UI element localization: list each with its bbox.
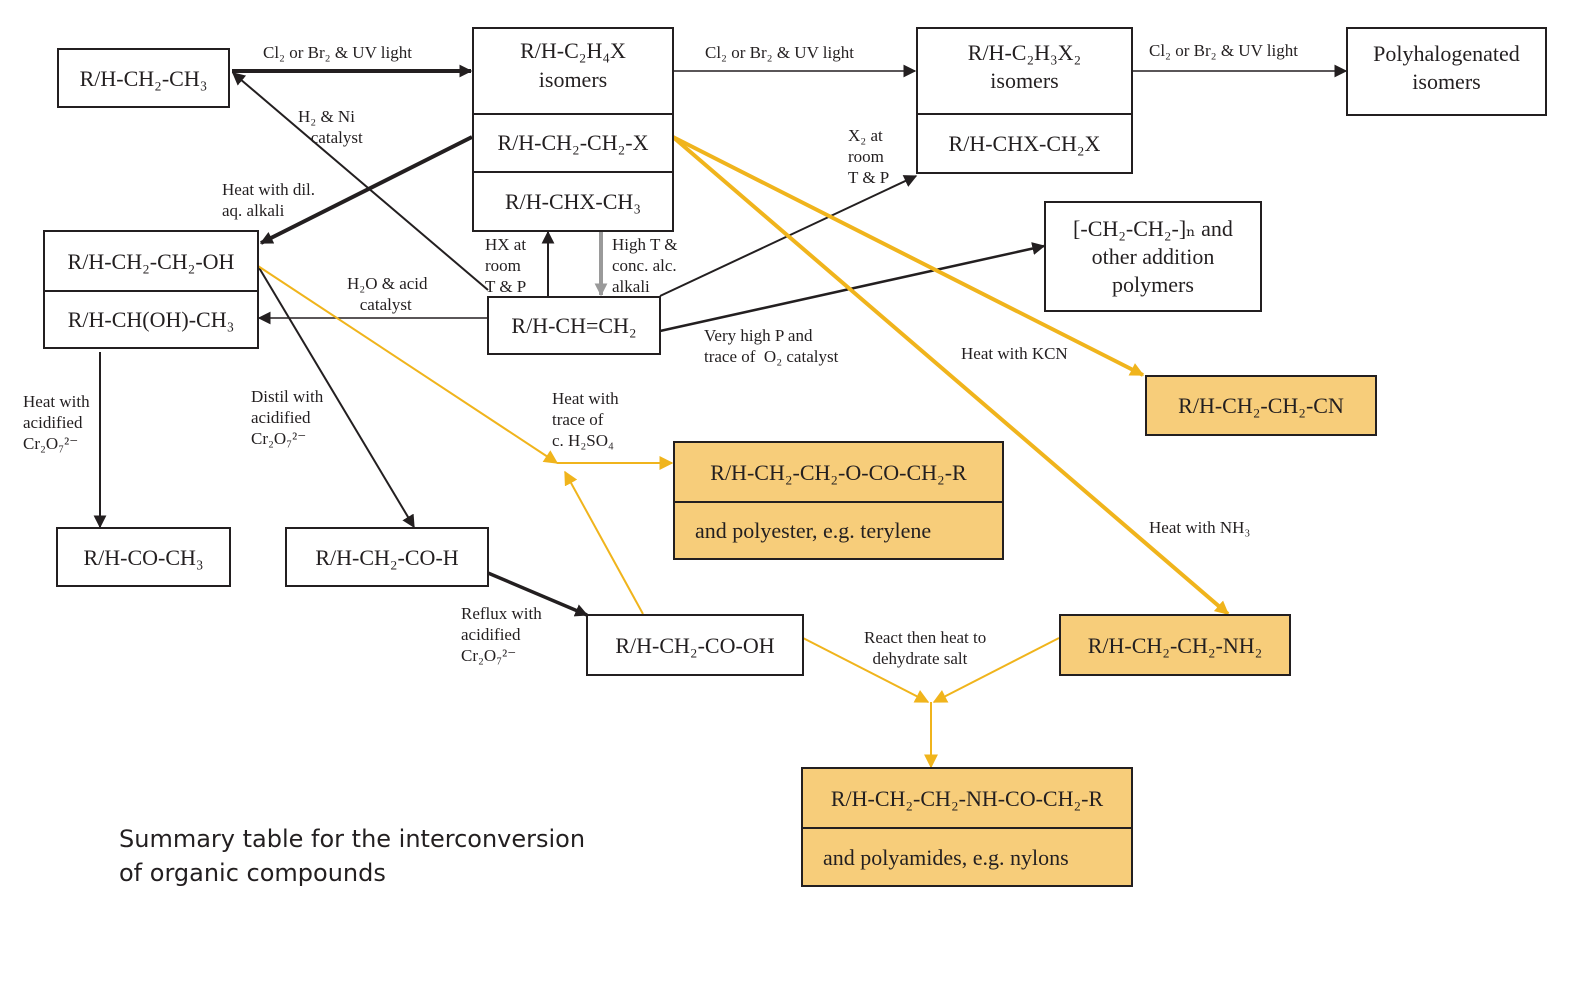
label-elimination: High T & conc. alc. alkali [612, 235, 678, 296]
alkene-box: R/H-CH=CH₂ [487, 296, 661, 355]
nitrile-formula: R/H-CH₂-CH₂-CN [1178, 393, 1344, 418]
polymer-line2: other addition [1091, 244, 1215, 269]
ester-formula: R/H-CH₂-CH₂-O-CO-CH₂-R [710, 459, 967, 485]
label-hydration: H₂O & acid catalyst [347, 274, 428, 314]
alcohol-primary: R/H-CH₂-CH₂-OH [67, 248, 235, 274]
ketone-box: R/H-CO-CH₃ [56, 527, 231, 587]
monohalo-box: R/H-C₂H₄X isomers R/H-CH₂-CH₂-X R/H-CHX-… [472, 27, 674, 232]
arrow-acid-to-amide-junction [802, 637, 930, 703]
caption-line-2: of organic compounds [119, 859, 386, 887]
monohalo-secondary: R/H-CHX-CH₃ [504, 189, 641, 214]
label-halogenation-3: Cl₂ or Br₂ & UV light [1149, 41, 1298, 60]
aldehyde-formula: R/H-CH₂-CO-H [315, 544, 459, 570]
label-oxidation-aldehyde: Distil with acidified Cr₂O₇²⁻ [251, 387, 324, 448]
label-halogenation-1: Cl₂ or Br₂ & UV light [263, 43, 412, 62]
polymer-line3: polymers [1112, 272, 1194, 297]
arrow-haloalkane-to-nitrile [672, 135, 1145, 377]
dihalo-row: R/H-CHX-CH₂X [948, 131, 1101, 156]
amide-formula: R/H-CH₂-CH₂-NH-CO-CH₂-R [830, 785, 1104, 811]
acid-box: R/H-CH₂-CO-OH [586, 614, 804, 676]
arrow-alcohol-to-ester-junction [257, 265, 559, 464]
polymer-line1: [-CH₂-CH₂-]ₙ and [1073, 216, 1233, 241]
polymer-box: [-CH₂-CH₂-]ₙ and other addition polymers [1044, 201, 1262, 312]
label-polymerisation: Very high P and trace of O₂ catalyst [704, 326, 839, 366]
alcohols-box: R/H-CH₂-CH₂-OH R/H-CH(OH)-CH₃ [43, 230, 259, 349]
arrow-alcohol-to-aldehyde [257, 265, 415, 529]
arrow-haloalkane-to-amine [671, 135, 1230, 616]
arrow-haloalkane-to-alcohol [259, 135, 473, 245]
label-halogenation-2: Cl₂ or Br₂ & UV light [705, 43, 854, 62]
label-hydrogenation: H₂ & Ni catalyst [298, 107, 363, 147]
alkene-formula: R/H-CH=CH₂ [511, 313, 637, 338]
amine-box: R/H-CH₂-CH₂-NH₂ [1059, 614, 1291, 676]
diagram-caption: Summary table for the interconversion of… [119, 822, 585, 890]
arrow-aldehyde-to-acid [487, 571, 589, 617]
arrow-amine-to-amide-junction [932, 637, 1060, 703]
label-hx-addition: HX at room T & P [485, 235, 527, 296]
nitrile-box: R/H-CH₂-CH₂-CN [1145, 375, 1377, 436]
ester-box: R/H-CH₂-CH₂-O-CO-CH₂-R and polyester, e.… [673, 441, 1004, 560]
label-oxidation-ketone: Heat with acidified Cr₂O₇²⁻ [23, 392, 90, 453]
amine-formula: R/H-CH₂-CH₂-NH₂ [1087, 632, 1263, 658]
dihalo-box: R/H-C₂H₃X₂ isomers R/H-CHX-CH₂X [916, 27, 1133, 174]
polyhalo-box: Polyhalogenated isomers [1346, 27, 1547, 116]
ketone-formula: R/H-CO-CH₃ [83, 544, 204, 570]
label-x2-addition: X₂ at room T & P [848, 126, 890, 187]
caption-line-1: Summary table for the interconversion [119, 825, 586, 853]
ethane-formula: R/H-CH₂-CH₃ [79, 65, 208, 91]
monohalo-title-formula: R/H-C₂H₄X [520, 38, 626, 63]
dihalo-title-isomers: isomers [990, 68, 1059, 93]
label-reflux: Reflux with acidified Cr₂O₇²⁻ [461, 604, 542, 665]
aldehyde-box: R/H-CH₂-CO-H [285, 527, 489, 587]
monohalo-title-isomers: isomers [538, 67, 608, 92]
dihalo-title-formula: R/H-C₂H₃X₂ [967, 40, 1082, 65]
label-kcn: Heat with KCN [961, 344, 1068, 363]
ester-polyester-note: and polyester, e.g. terylene [695, 518, 932, 543]
polyhalo-line1: Polyhalogenated [1373, 41, 1520, 66]
arrow-alkene-to-ethane [232, 72, 489, 291]
monohalo-primary: R/H-CH₂-CH₂-X [497, 130, 649, 155]
amide-box: R/H-CH₂-CH₂-NH-CO-CH₂-R and polyamides, … [801, 767, 1133, 887]
arrow-acid-to-ester-junction [564, 470, 644, 615]
polyhalo-line2: isomers [1412, 69, 1481, 94]
amide-polyamide-note: and polyamides, e.g. nylons [823, 844, 1069, 870]
label-esterification: Heat with trace of c. H₂SO₄ [552, 389, 619, 450]
acid-formula: R/H-CH₂-CO-OH [615, 632, 775, 658]
label-hydrolysis: Heat with dil. aq. alkali [222, 180, 316, 220]
label-condensation: React then heat to dehydrate salt [864, 628, 987, 668]
alcohol-secondary: R/H-CH(OH)-CH₃ [67, 307, 235, 332]
label-nh3: Heat with NH₃ [1149, 518, 1251, 537]
ethane-box: R/H-CH₂-CH₃ [57, 48, 230, 108]
